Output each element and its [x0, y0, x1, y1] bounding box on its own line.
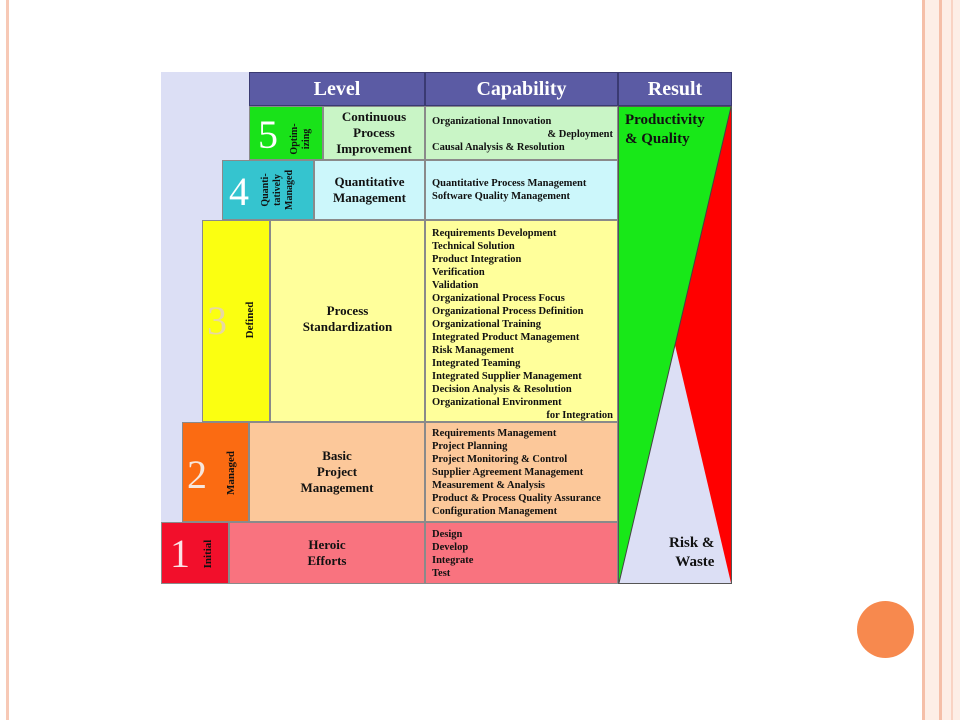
level-1-areas: Design Develop Integrate Test — [426, 524, 617, 580]
process-area: Organizational Innovation — [432, 116, 552, 127]
process-area: Integrated Product Management — [432, 332, 580, 343]
level-1-focus: Heroic Efforts — [307, 537, 347, 568]
process-area: Requirements Development — [432, 228, 557, 239]
process-area: Organizational Environment — [432, 397, 562, 408]
level-5-name: Optim- izing — [289, 123, 312, 155]
level-4-areas: Quantitative Process Management Software… — [426, 173, 617, 203]
level-5-focus-cell: Continuous Process Improvement — [323, 106, 425, 160]
process-area: Product Integration — [432, 254, 522, 265]
level-3-areas: Requirements Development Technical Solut… — [426, 223, 617, 422]
level-4-focus: Quantitative Management — [333, 174, 406, 205]
level-1-number: 1 — [170, 531, 190, 576]
level-1-areas-cell: Design Develop Integrate Test — [425, 522, 618, 584]
level-5-tab: 5 Optim- izing — [249, 106, 323, 160]
level-2-focus: Basic Project Management — [300, 448, 374, 495]
level-3-tab: 3 Defined — [202, 220, 270, 422]
process-area: Decision Analysis & Resolution — [432, 384, 572, 395]
process-area: Project Monitoring & Control — [432, 454, 568, 465]
level-1-tab: 1 Initial — [161, 522, 229, 584]
level-5-areas-cell: Organizational Innovation & Deployment C… — [425, 106, 618, 160]
level-4-name: Quanti- tatively Managed — [260, 170, 295, 210]
process-area: Configuration Management — [432, 506, 558, 517]
level-3-name: Defined — [244, 301, 256, 339]
header-result: Result — [618, 72, 732, 106]
level-5-areas: Organizational Innovation & Deployment C… — [426, 111, 617, 154]
process-area: Requirements Management — [432, 428, 557, 439]
level-1-focus-cell: Heroic Efforts — [229, 522, 425, 584]
process-area: Supplier Agreement Management — [432, 467, 584, 478]
process-area: Design — [432, 529, 463, 540]
level-3-focus-cell: Process Standardization — [270, 220, 425, 422]
level-5-focus: Continuous Process Improvement — [336, 109, 412, 156]
process-area: Causal Analysis & Resolution — [432, 142, 565, 153]
level-2-focus-cell: Basic Project Management — [249, 422, 425, 522]
level-4-tab: 4 Quanti- tatively Managed — [222, 160, 314, 220]
result-column: Productivity & Quality Risk & Waste — [618, 106, 732, 584]
process-area: Test — [432, 568, 451, 579]
maturity-diagram: Level Capability Result 5 Optim- izing C… — [161, 72, 732, 584]
level-4-number: 4 — [229, 169, 249, 214]
process-area: Measurement & Analysis — [432, 480, 545, 491]
level-2-name: Managed — [225, 451, 237, 495]
process-area: Organizational Training — [432, 319, 541, 330]
level-1-name: Initial — [202, 539, 214, 569]
process-area: Integrated Teaming — [432, 358, 521, 369]
result-productivity-quality: Productivity & Quality — [625, 112, 705, 147]
process-area: Software Quality Management — [432, 191, 571, 202]
header-capability: Capability — [425, 72, 618, 106]
level-4-areas-cell: Quantitative Process Management Software… — [425, 160, 618, 220]
slide-orange-circle — [857, 601, 914, 658]
process-area: Organizational Process Definition — [432, 306, 584, 317]
level-2-tab: 2 Managed — [182, 422, 249, 522]
process-area: Validation — [432, 280, 479, 291]
process-area: Integrate — [432, 555, 474, 566]
level-3-number: 3 — [207, 298, 227, 343]
level-3-areas-cell: Requirements Development Technical Solut… — [425, 220, 618, 422]
slide-left-rule — [6, 0, 9, 720]
level-2-number: 2 — [187, 452, 207, 497]
level-5-number: 5 — [258, 112, 278, 157]
level-2-areas-cell: Requirements Management Project Planning… — [425, 422, 618, 522]
result-risk-waste: Risk & Waste — [669, 535, 715, 570]
result-gradient-graphic — [619, 107, 731, 583]
header-level: Level — [249, 72, 425, 106]
level-2-areas: Requirements Management Project Planning… — [426, 423, 617, 518]
level-3-focus: Process Standardization — [302, 303, 393, 334]
process-area: Technical Solution — [432, 241, 515, 252]
result-divider — [619, 107, 731, 583]
level-4-focus-cell: Quantitative Management — [314, 160, 425, 220]
process-area: for Integration — [546, 410, 613, 421]
process-area: Develop — [432, 542, 469, 553]
process-area: Project Planning — [432, 441, 508, 452]
process-area: Integrated Supplier Management — [432, 371, 582, 382]
process-area: Verification — [432, 267, 485, 278]
process-area: & Deployment — [547, 129, 613, 140]
process-area: Quantitative Process Management — [432, 178, 587, 189]
process-area: Risk Management — [432, 345, 514, 356]
slide-right-band — [922, 0, 960, 720]
process-area: Organizational Process Focus — [432, 293, 565, 304]
process-area: Product & Process Quality Assurance — [432, 493, 601, 504]
